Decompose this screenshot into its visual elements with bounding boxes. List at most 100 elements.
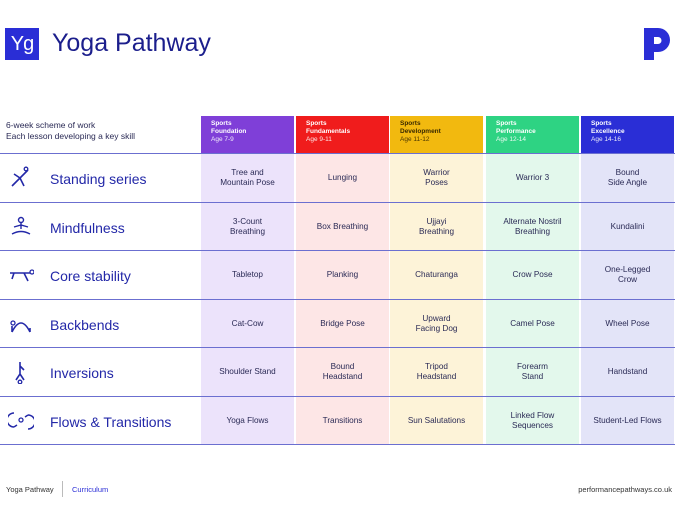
cell-text-line: Yoga Flows xyxy=(226,416,269,425)
cell-text-line: Chaturanga xyxy=(415,270,458,279)
cell-text: Handstand xyxy=(608,367,648,377)
row-divider xyxy=(0,250,675,251)
cell-text-line: Upward xyxy=(422,314,451,323)
cell-text-line: Warrior 3 xyxy=(515,173,550,182)
cell-text: Bridge Pose xyxy=(320,319,365,329)
cell-text: Box Breathing xyxy=(317,222,368,232)
table-cell: Shoulder Stand xyxy=(201,348,294,396)
cell-text-line: Sequences xyxy=(512,421,553,430)
table-cell: Chaturanga xyxy=(390,251,483,299)
plank-pose-icon xyxy=(10,269,34,282)
cell-text-line: Wheel Pose xyxy=(605,319,650,328)
cell-text-line: Breathing xyxy=(514,227,551,236)
table-cell: Camel Pose xyxy=(486,300,579,348)
cell-text-line: Box Breathing xyxy=(316,222,369,231)
cell-text-line: Facing Dog xyxy=(415,324,458,333)
column-header-age: Age 12-14 xyxy=(496,136,526,143)
footer-website: performancepathways.co.uk xyxy=(578,485,672,494)
column-header-line2: Fundamentals xyxy=(306,128,351,135)
column-header-line2: Performance xyxy=(496,128,536,135)
cell-text-line: Handstand xyxy=(607,367,648,376)
table-cell: Handstand xyxy=(581,348,674,396)
row-label: Inversions xyxy=(50,365,114,381)
column-header-line1: Sports xyxy=(211,120,232,127)
cell-text: Warrior 3 xyxy=(516,173,549,183)
flow-arrows-icon xyxy=(8,412,34,430)
cell-text: Camel Pose xyxy=(510,319,555,329)
cell-text: Transitions xyxy=(323,416,363,426)
row-divider xyxy=(0,299,675,300)
performance-pathways-p-icon xyxy=(644,28,670,60)
cell-text-line: Linked Flow xyxy=(510,411,555,420)
cell-text: Planking xyxy=(327,270,358,280)
row-divider xyxy=(0,444,675,445)
table-cell: Wheel Pose xyxy=(581,300,674,348)
table-cell: Student-Led Flows xyxy=(581,397,674,445)
table-cell: Warrior 3 xyxy=(486,154,579,202)
cell-text-line: Stand xyxy=(521,372,544,381)
cell-text-line: Side Angle xyxy=(607,178,648,187)
cell-text-line: Transitions xyxy=(322,416,363,425)
table-cell: Cat-Cow xyxy=(201,300,294,348)
column-header-age: Age 14-16 xyxy=(591,136,621,143)
cell-text: Kundalini xyxy=(611,222,645,232)
column-header-age: Age 7-9 xyxy=(211,136,234,143)
row-label: Standing series xyxy=(50,171,147,187)
cell-text-line: Warrior xyxy=(423,168,450,177)
row-label: Core stability xyxy=(50,268,131,284)
cell-text: Chaturanga xyxy=(415,270,458,280)
cell-text-line: Lunging xyxy=(327,173,358,182)
cell-text-line: Sun Salutations xyxy=(407,416,466,425)
cell-text: Lunging xyxy=(328,173,357,183)
cell-text: Cat-Cow xyxy=(232,319,264,329)
column-header-age: Age 11-12 xyxy=(400,136,430,143)
cell-text-line: Tripod xyxy=(425,362,448,371)
cell-text-line: Tabletop xyxy=(232,270,263,279)
intro-line-1: 6-week scheme of work xyxy=(6,120,96,130)
table-cell: Kundalini xyxy=(581,203,674,251)
cell-text: Tabletop xyxy=(232,270,263,280)
cell-text: Sun Salutations xyxy=(408,416,465,426)
cell-text: Student-Led Flows xyxy=(593,416,661,426)
intro-text: 6-week scheme of work Each lesson develo… xyxy=(6,120,135,142)
row-divider xyxy=(0,202,675,203)
cell-text-line: 3-Count xyxy=(232,217,263,226)
row-divider xyxy=(0,153,675,154)
backbend-pose-icon xyxy=(10,320,31,333)
cell-text-line: Breathing xyxy=(229,227,266,236)
column-header-line2: Excellence xyxy=(591,128,625,135)
table-cell: Box Breathing xyxy=(296,203,389,251)
page-title: Yoga Pathway xyxy=(52,29,211,57)
cell-text-line: Bound xyxy=(615,168,640,177)
logo-badge: Yg xyxy=(5,28,39,60)
table-cell: Tabletop xyxy=(201,251,294,299)
cell-text-line: Crow Pose xyxy=(512,270,553,279)
table-cell: Planking xyxy=(296,251,389,299)
cell-text-line: Alternate Nostril xyxy=(503,217,562,226)
cell-text-line: Camel Pose xyxy=(510,319,555,328)
row-label: Backbends xyxy=(50,317,120,333)
cell-text-line: Cat-Cow xyxy=(231,319,264,328)
column-header-line1: Sports xyxy=(496,120,517,127)
cell-text-line: Bound xyxy=(330,362,355,371)
cell-text-line: One-Legged xyxy=(604,265,651,274)
